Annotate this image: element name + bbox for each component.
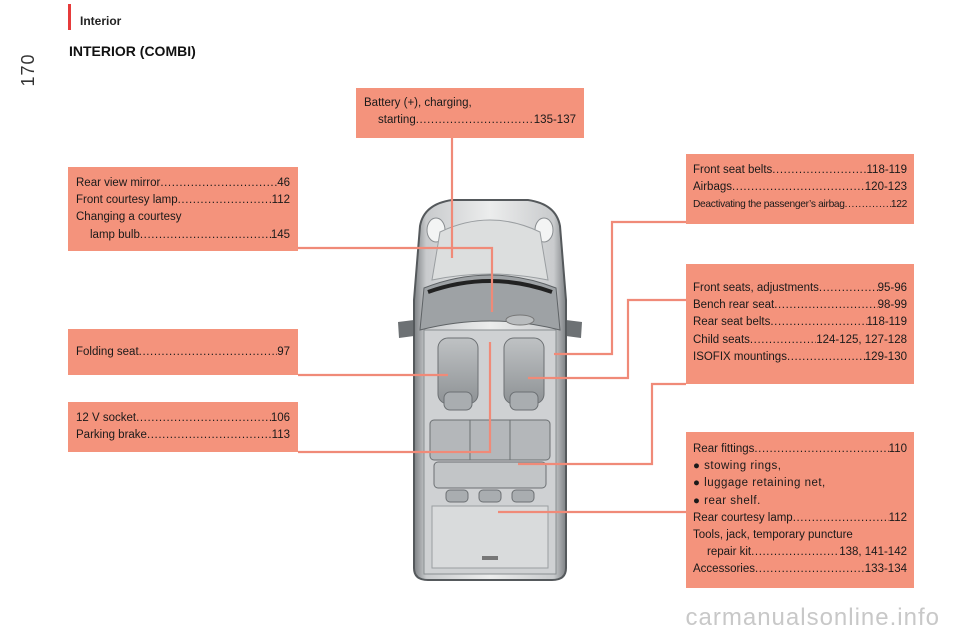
callout-row: ISOFIX mountings 129-130 bbox=[693, 349, 907, 366]
page-ref: 106 bbox=[270, 412, 290, 424]
section-label: Interior bbox=[80, 14, 122, 28]
page-ref: 122 bbox=[890, 199, 907, 211]
callout-row: lamp bulb 145 bbox=[76, 227, 290, 244]
callout-text: Battery (+), charging, bbox=[364, 97, 472, 109]
callout-mirror: Rear view mirror 46 Front courtesy lamp … bbox=[68, 167, 298, 251]
callout-rear-fittings: Rear fittings 110 ● stowing rings, ● lug… bbox=[686, 432, 914, 588]
rear-headrest-1 bbox=[445, 489, 469, 503]
leader-rear-1 bbox=[518, 382, 686, 466]
rear-bench-cushion bbox=[433, 461, 547, 489]
bullet-item: ● rear shelf. bbox=[693, 494, 761, 507]
van-hood bbox=[431, 219, 549, 281]
page-ref: 46 bbox=[277, 177, 290, 189]
callout-row: 12 V socket 106 bbox=[76, 410, 290, 427]
page-ref: 110 bbox=[888, 443, 907, 455]
page-ref: 129-130 bbox=[864, 350, 907, 363]
callout-seats: Front seats, adjustments 95-96 Bench rea… bbox=[686, 264, 914, 384]
page-ref: 112 bbox=[271, 194, 290, 207]
callout-row: Front courtesy lamp 112 bbox=[76, 192, 290, 209]
callout-row: Bench rear seat 98-99 bbox=[693, 297, 907, 314]
page-ref: 95-96 bbox=[877, 282, 907, 294]
callout-row: Rear view mirror 46 bbox=[76, 175, 290, 192]
leader-socket bbox=[298, 342, 492, 454]
page-ref: 135-137 bbox=[533, 114, 576, 127]
callout-row: Deactivating the passenger’s airbag 122 bbox=[693, 196, 907, 213]
callout-row: Rear courtesy lamp 112 bbox=[693, 510, 907, 527]
callout-belts: Front seat belts 118-119 Airbags 120-123… bbox=[686, 154, 914, 224]
page-ref: 98-99 bbox=[877, 299, 907, 312]
roof-console bbox=[505, 314, 535, 326]
driver-headrest bbox=[443, 391, 473, 411]
page-ref: 97 bbox=[277, 346, 290, 358]
leader-seats bbox=[528, 298, 686, 380]
callout-row: Child seats 124-125, 127-128 bbox=[693, 332, 907, 349]
passenger-headrest bbox=[509, 391, 539, 411]
rear-headrest-2 bbox=[478, 489, 502, 503]
section-accent-bar bbox=[68, 4, 71, 30]
callout-text: Tools, jack, temporary puncture bbox=[693, 529, 853, 542]
leader-mirror bbox=[298, 246, 494, 312]
callout-row: Rear seat belts 118-119 bbox=[693, 314, 907, 331]
page-ref: 113 bbox=[271, 429, 290, 442]
rear-handle bbox=[482, 556, 498, 560]
watermark: carmanualsonline.info bbox=[685, 604, 940, 631]
page-ref: 118-119 bbox=[866, 164, 908, 176]
page-ref: 124-125, 127-128 bbox=[816, 333, 907, 346]
callout-row: repair kit 138, 141-142 bbox=[693, 544, 907, 561]
page-ref: 145 bbox=[270, 228, 290, 241]
callout-folding-seat: Folding seat 97 bbox=[68, 329, 298, 375]
bullet-item: ● stowing rings, bbox=[693, 460, 782, 473]
callout-row: Rear fittings 110 bbox=[693, 441, 907, 458]
left-mirror bbox=[398, 320, 414, 338]
bullet-item: ● luggage retaining net, bbox=[693, 477, 826, 490]
dashboard-edge bbox=[427, 279, 553, 294]
callout-row: Folding seat 97 bbox=[76, 344, 290, 361]
page-ref: 133-134 bbox=[864, 563, 907, 576]
rear-headrest-3 bbox=[511, 489, 535, 503]
callout-row: Accessories 133-134 bbox=[693, 561, 907, 578]
leader-belts bbox=[554, 220, 686, 356]
right-mirror bbox=[566, 320, 582, 338]
callout-socket: 12 V socket 106 Parking brake 113 bbox=[68, 402, 298, 452]
page-title: INTERIOR (COMBI) bbox=[69, 43, 196, 59]
page-ref: 118-119 bbox=[866, 316, 908, 329]
callout-row: starting 135-137 bbox=[364, 112, 576, 129]
page-ref: 120-123 bbox=[864, 181, 907, 194]
callout-row: Front seat belts 118-119 bbox=[693, 162, 907, 179]
callout-row: Parking brake 113 bbox=[76, 427, 290, 444]
callout-row: Airbags 120-123 bbox=[693, 179, 907, 196]
page-ref: 138, 141-142 bbox=[839, 546, 907, 559]
callout-text: Changing a courtesy bbox=[76, 211, 182, 224]
callout-row: Front seats, adjustments 95-96 bbox=[693, 280, 907, 297]
page-ref: 112 bbox=[888, 511, 907, 524]
callout-battery: Battery (+), charging, starting 135-137 bbox=[356, 88, 584, 138]
